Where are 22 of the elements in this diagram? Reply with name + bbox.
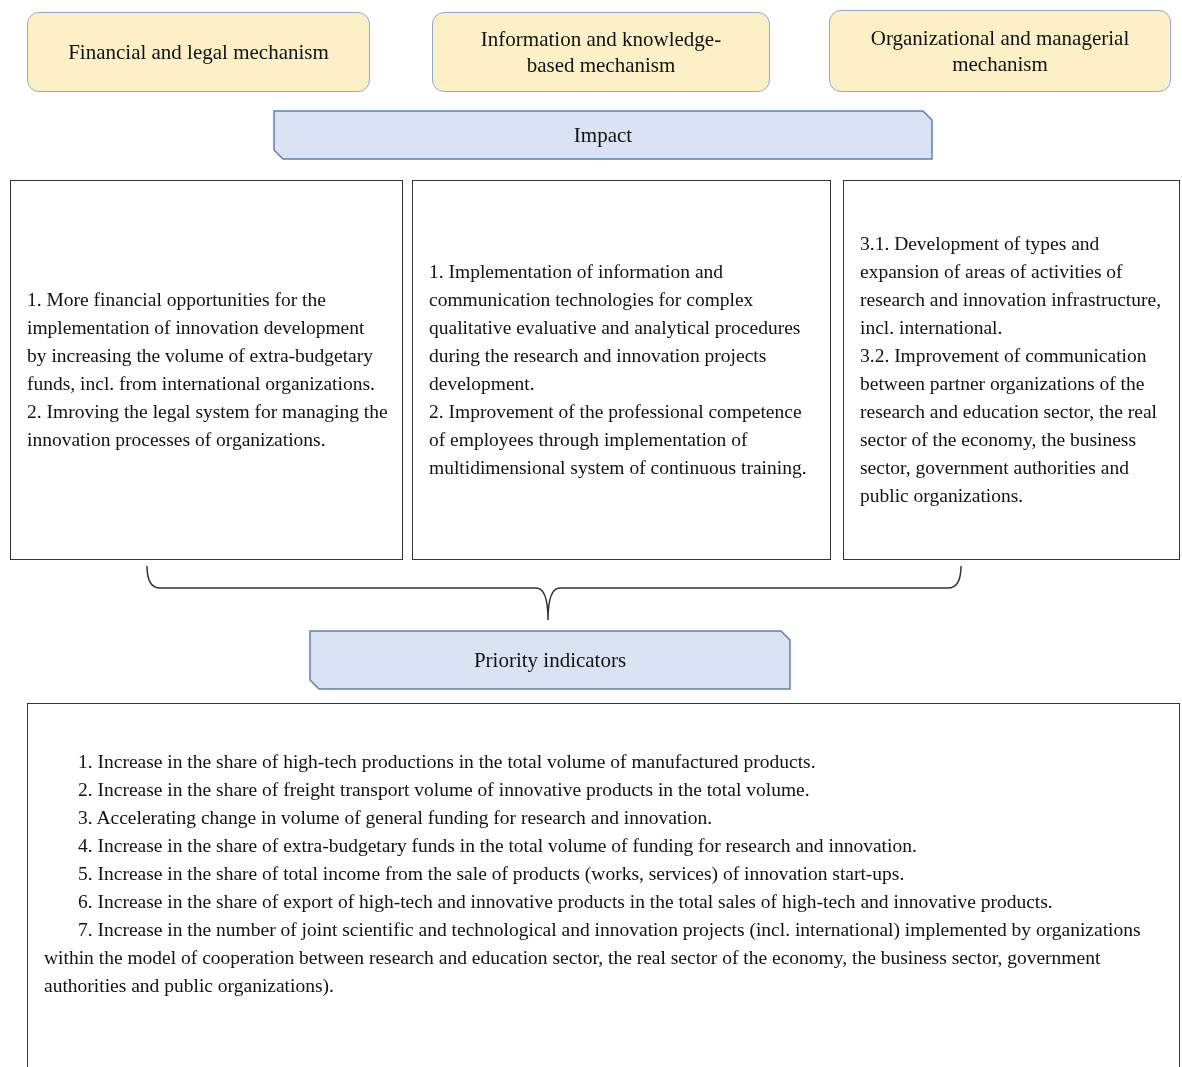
mechanism-box: Financial and legal mechanism bbox=[27, 12, 370, 92]
mechanism-box: Information and knowledge-based mechanism bbox=[432, 12, 770, 92]
list-item-text: 2. Imroving the legal system for managing the innovation processes of organizations. bbox=[27, 400, 388, 452]
impact-box bbox=[843, 180, 1180, 560]
list-item-text: 3.2. Improvement of communication between partner organizations of the research and education sector, the real sector of the economy, the business sector, government authorities and public organizations. bbox=[860, 344, 1158, 508]
impact-box bbox=[10, 180, 403, 560]
list-item-text: 1. Increase in the share of high-tech productions in the total volume of manufactured products. bbox=[77, 750, 817, 774]
list-item-text: 3. Accelerating change in volume of general funding for research and innovation. bbox=[77, 806, 714, 830]
list-item-text: 5. Increase in the share of total income from the sale of products (works, services) of innovation start-ups. bbox=[77, 862, 906, 886]
list-item-text: 2. Increase in the share of freight transport volume of innovative products in the total volume. bbox=[77, 778, 811, 802]
list-item-text: 1. Implementation of information and communication technologies for complex qualitative evaluative and analytical procedures during the research and innovation projects development. bbox=[429, 260, 802, 396]
list-item-text: 4. Increase in the share of extra-budgetary funds in the total volume of funding for research and innovation. bbox=[77, 834, 918, 858]
mechanism-box: Organizational and managerial mechanism bbox=[829, 10, 1171, 92]
list-item-text: 3.1. Development of types and expansion of areas of activities of research and innovation infrastructure, incl. international. bbox=[860, 232, 1163, 340]
list-item-text: 6. Increase in the share of export of high-tech and innovative products in the total sales of high-tech and innovative products. bbox=[77, 890, 1054, 914]
banner-title: Priority indicators bbox=[473, 647, 627, 673]
list-item-text: 7. Increase in the number of joint scientific and technological and innovation projects (incl. international) implemented by organizations within the model of cooperation between research and education sector, the real sector of the economy, the business sector, government authorities and public organizations). bbox=[44, 918, 1142, 998]
impact-box bbox=[412, 180, 831, 560]
banner-title: Impact bbox=[573, 122, 633, 148]
list-item-text: 2. Improvement of the professional competence of employees through implementation of multidimensional system of continuous training. bbox=[429, 400, 808, 480]
indicator-list-box bbox=[27, 703, 1180, 1067]
list-item-text: 1. More financial opportunities for the implementation of innovation development by increasing the volume of extra-budgetary funds, incl. from international organizations. bbox=[27, 288, 376, 396]
